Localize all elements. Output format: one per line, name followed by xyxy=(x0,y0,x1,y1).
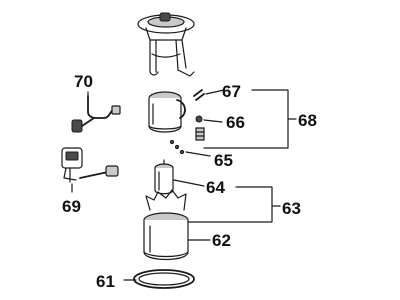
bracket-63 xyxy=(187,186,281,223)
fuel-pump-body xyxy=(148,91,186,133)
fuel-reservoir-housing xyxy=(143,189,189,261)
leader-lines xyxy=(71,89,225,281)
wire-harness xyxy=(71,95,121,133)
pump-module-cover xyxy=(137,12,195,77)
callout-66: 66 xyxy=(226,113,245,132)
fuel-level-sender xyxy=(61,147,119,183)
pump-strainer xyxy=(154,159,174,195)
callout-61: 61 xyxy=(96,272,115,291)
callout-68: 68 xyxy=(298,111,317,130)
callout-70: 70 xyxy=(74,72,93,91)
callout-64: 64 xyxy=(206,178,225,197)
callout-69: 69 xyxy=(62,197,81,216)
dotted-alignment-line xyxy=(169,139,185,155)
tank-gasket-ring xyxy=(133,269,195,289)
callout-67: 67 xyxy=(222,82,241,101)
callout-63: 63 xyxy=(282,199,301,218)
bracket-68 xyxy=(203,89,297,149)
o-ring-part xyxy=(195,115,203,123)
fitting-part xyxy=(195,127,205,141)
clip-part xyxy=(193,89,205,101)
callout-65: 65 xyxy=(214,151,233,170)
callout-62: 62 xyxy=(212,231,231,250)
